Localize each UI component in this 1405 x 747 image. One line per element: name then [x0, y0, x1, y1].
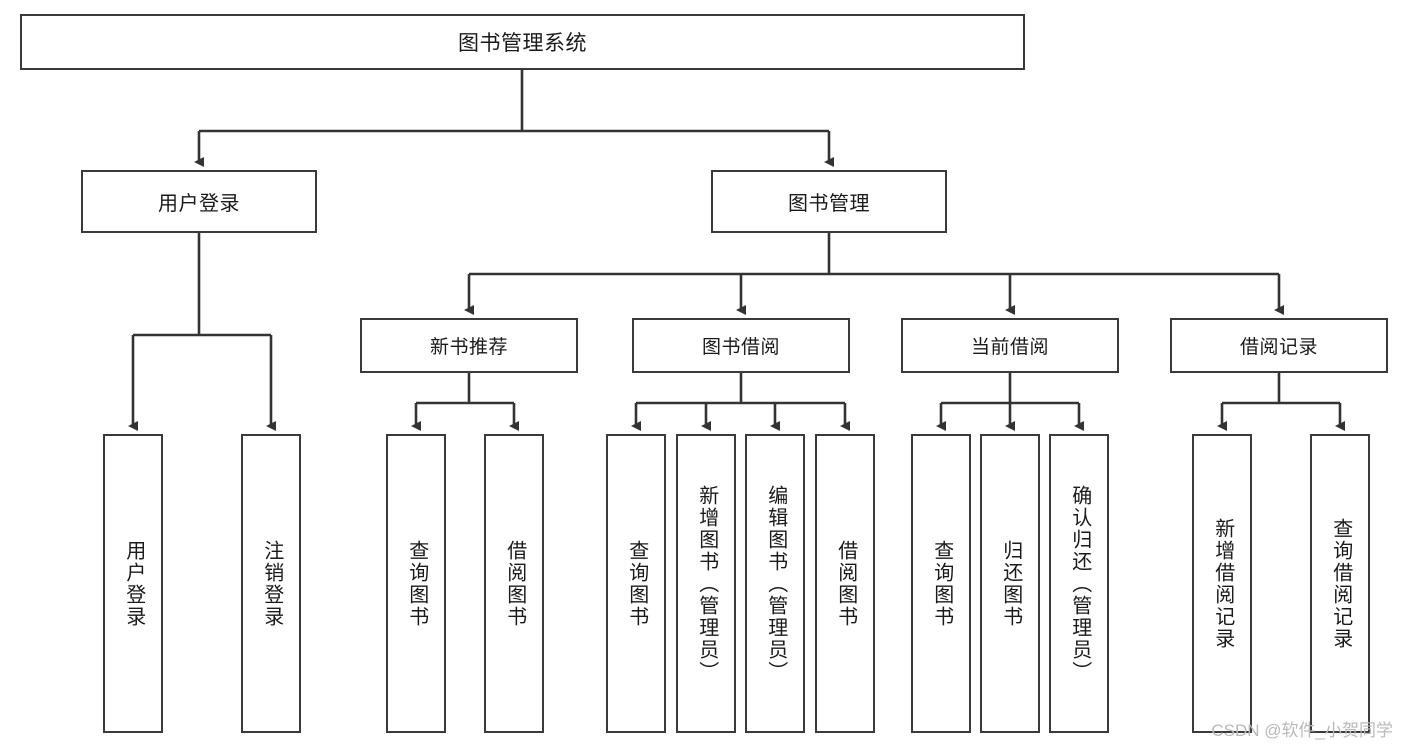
leaf-add-book-admin[interactable]: 新增图书（管理员） [676, 434, 736, 733]
node-label: 当前借阅 [970, 337, 1049, 358]
node-book-management[interactable]: 图书管理 [711, 170, 947, 233]
leaf-query-borrowing-record[interactable]: 查询借阅记录 [1310, 434, 1370, 733]
node-new-book-recommendation[interactable]: 新书推荐 [360, 318, 578, 373]
node-label: 借阅记录 [1239, 337, 1318, 358]
node-borrowing-records[interactable]: 借阅记录 [1170, 318, 1388, 373]
node-label: 用户登录 [158, 193, 240, 215]
node-user-login[interactable]: 用户登录 [81, 170, 317, 233]
node-root-book-management-system[interactable]: 图书管理系统 [20, 14, 1025, 70]
node-label: 借阅图书 [503, 539, 526, 628]
leaf-query-books-borrowing[interactable]: 查询图书 [606, 434, 666, 733]
node-label: 新书推荐 [429, 337, 508, 358]
node-label: 编辑图书（管理员） [764, 484, 787, 683]
node-label: 图书管理系统 [458, 32, 587, 55]
node-label: 查询借阅记录 [1329, 517, 1352, 650]
node-label: 查询图书 [625, 539, 648, 628]
leaf-borrow-books-borrowing[interactable]: 借阅图书 [815, 434, 875, 733]
node-current-borrowing[interactable]: 当前借阅 [901, 318, 1119, 373]
leaf-query-books-recommendation[interactable]: 查询图书 [386, 434, 446, 733]
leaf-query-books-current[interactable]: 查询图书 [911, 434, 971, 733]
leaf-edit-book-admin[interactable]: 编辑图书（管理员） [745, 434, 805, 733]
leaf-borrow-books-recommendation[interactable]: 借阅图书 [484, 434, 544, 733]
node-label: 用户登录 [122, 539, 145, 628]
leaf-logout[interactable]: 注销登录 [241, 434, 301, 733]
node-label: 确认归还（管理员） [1068, 484, 1091, 683]
node-label: 借阅图书 [834, 539, 857, 628]
node-label: 查询图书 [930, 539, 953, 628]
node-label: 图书借阅 [701, 337, 780, 358]
node-label: 图书管理 [788, 193, 870, 215]
leaf-add-borrowing-record[interactable]: 新增借阅记录 [1192, 434, 1252, 733]
leaf-return-books[interactable]: 归还图书 [980, 434, 1040, 733]
node-label: 查询图书 [405, 539, 428, 628]
node-label: 注销登录 [260, 539, 283, 628]
node-label: 新增图书（管理员） [695, 484, 718, 683]
node-label: 新增借阅记录 [1211, 517, 1234, 650]
node-label: 归还图书 [999, 539, 1022, 628]
leaf-user-login[interactable]: 用户登录 [103, 434, 163, 733]
node-book-borrowing[interactable]: 图书借阅 [632, 318, 850, 373]
leaf-confirm-return-admin[interactable]: 确认归还（管理员） [1049, 434, 1109, 733]
